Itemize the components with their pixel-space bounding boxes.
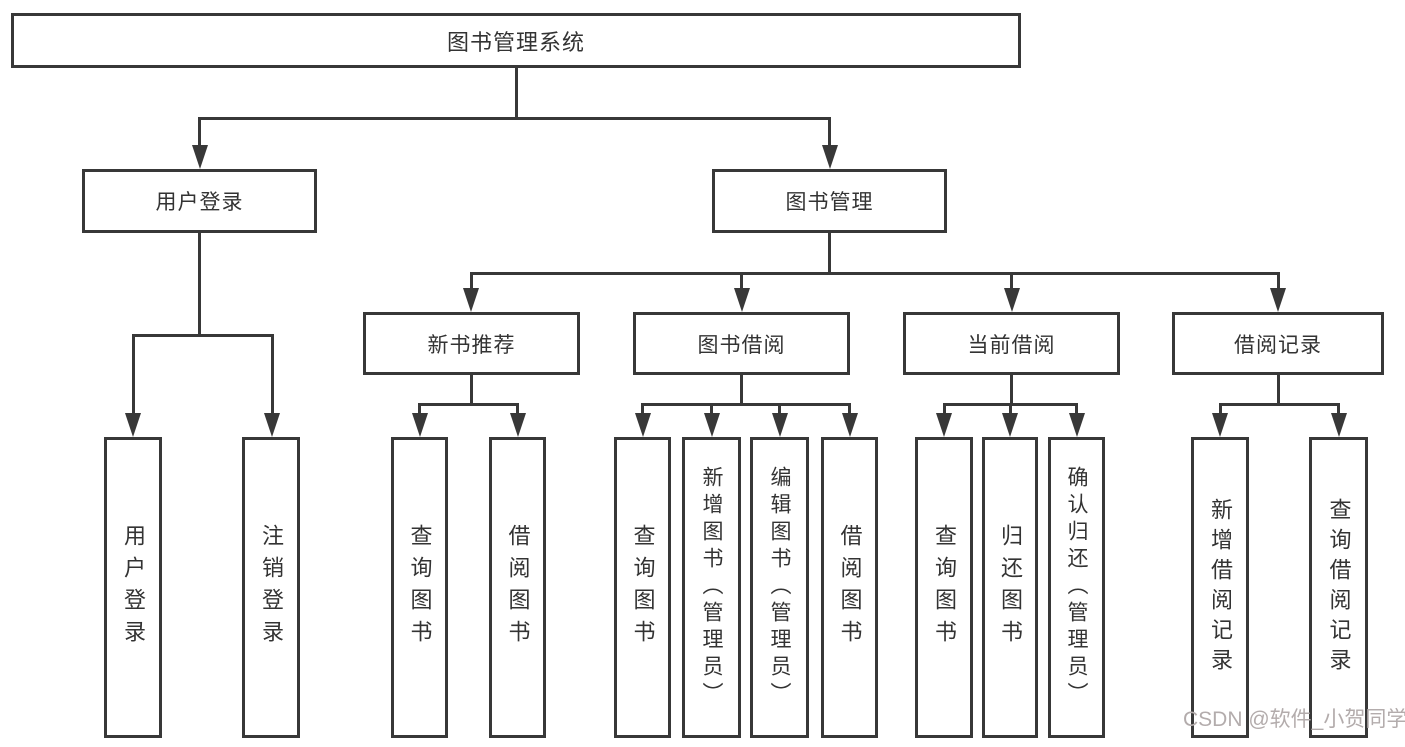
arrow-down-icon — [1068, 413, 1085, 437]
arrow-down-icon — [771, 413, 788, 437]
leaf-borrow-books-recommend-label: 借阅图书 — [505, 523, 531, 652]
node-new-book-recommendation: 新书推荐 — [363, 312, 580, 375]
leaf-borrow-books-borrowing-label: 借阅图书 — [837, 523, 863, 652]
connector-line — [198, 233, 201, 337]
arrow-down-icon — [463, 288, 479, 312]
leaf-logout-label: 注销登录 — [259, 523, 284, 652]
leaf-query-books-current-label: 查询图书 — [932, 523, 957, 652]
arrow-down-icon — [191, 145, 208, 169]
arrow-down-icon — [1003, 288, 1020, 312]
leaf-return-book-label: 归还图书 — [998, 523, 1023, 652]
connector-line — [198, 117, 831, 120]
node-borrowing-records: 借阅记录 — [1172, 312, 1384, 375]
node-user-login: 用户登录 — [82, 169, 317, 233]
connector-line — [1276, 375, 1280, 406]
connector-line — [1218, 403, 1222, 415]
connector-line — [1010, 375, 1013, 406]
connector-line — [198, 117, 201, 147]
connector-line — [418, 403, 519, 406]
node-root-library-system: 图书管理系统 — [11, 13, 1021, 68]
connector-line — [131, 334, 135, 415]
connector-line — [516, 403, 519, 415]
leaf-edit-book-admin: 编辑图书（管理员） — [750, 437, 809, 738]
arrow-down-icon — [411, 413, 428, 437]
arrow-down-icon — [733, 288, 750, 312]
connector-line — [469, 272, 1280, 275]
arrow-down-icon — [264, 413, 280, 437]
leaf-confirm-return-admin: 确认归还（管理员） — [1048, 437, 1105, 738]
leaf-user-login: 用户登录 — [104, 437, 162, 738]
connector-line — [1010, 272, 1013, 290]
watermark: CSDN @软件_小贺同学 — [1183, 708, 1405, 731]
leaf-query-books-recommend: 查询图书 — [391, 437, 448, 738]
connector-line — [131, 334, 274, 337]
connector-line — [1008, 403, 1012, 415]
leaf-add-book-admin-label: 新增图书（管理员） — [700, 466, 723, 709]
connector-line — [418, 403, 421, 415]
arrow-down-icon — [841, 413, 858, 437]
connector-line — [1075, 403, 1078, 415]
leaf-return-book: 归还图书 — [982, 437, 1038, 738]
leaf-query-books-borrowing-label: 查询图书 — [630, 523, 656, 652]
connector-line — [1218, 403, 1340, 406]
arrow-down-icon — [1002, 413, 1018, 437]
leaf-logout: 注销登录 — [242, 437, 300, 738]
connector-line — [469, 375, 473, 406]
leaf-query-books-borrowing: 查询图书 — [614, 437, 671, 738]
connector-line — [1337, 403, 1340, 415]
connector-line — [514, 67, 518, 120]
connector-line — [469, 272, 473, 290]
connector-line — [270, 334, 274, 415]
connector-line — [778, 403, 781, 415]
leaf-user-login-label: 用户登录 — [121, 523, 146, 652]
connector-line — [710, 403, 713, 415]
connector-line — [740, 272, 743, 290]
arrow-down-icon — [703, 413, 720, 437]
leaf-add-book-admin: 新增图书（管理员） — [682, 437, 741, 738]
connector-line — [828, 117, 831, 147]
arrow-down-icon — [1212, 413, 1228, 437]
connector-line — [1276, 272, 1280, 290]
node-book-borrowing: 图书借阅 — [633, 312, 850, 375]
leaf-add-borrow-record-label: 新增借阅记录 — [1208, 497, 1233, 678]
arrow-down-icon — [509, 413, 526, 437]
connector-line — [641, 403, 851, 406]
node-book-management: 图书管理 — [712, 169, 947, 233]
connector-line — [848, 403, 851, 415]
arrow-down-icon — [634, 413, 651, 437]
leaf-borrow-books-recommend: 借阅图书 — [489, 437, 546, 738]
leaf-add-borrow-record: 新增借阅记录 — [1191, 437, 1249, 738]
leaf-edit-book-admin-label: 编辑图书（管理员） — [768, 466, 791, 709]
arrow-down-icon — [125, 413, 141, 437]
arrow-down-icon — [936, 413, 952, 437]
leaf-query-borrow-record: 查询借阅记录 — [1309, 437, 1368, 738]
connector-line — [740, 375, 743, 406]
node-current-borrowing: 当前借阅 — [903, 312, 1120, 375]
leaf-query-books-recommend-label: 查询图书 — [407, 523, 433, 652]
connector-line — [942, 403, 946, 415]
leaf-query-borrow-record-label: 查询借阅记录 — [1326, 497, 1352, 678]
leaf-confirm-return-admin-label: 确认归还（管理员） — [1065, 466, 1088, 709]
connector-line — [641, 403, 644, 415]
arrow-down-icon — [821, 145, 838, 169]
leaf-borrow-books-borrowing: 借阅图书 — [821, 437, 878, 738]
arrow-down-icon — [1270, 288, 1286, 312]
leaf-query-books-current: 查询图书 — [915, 437, 973, 738]
arrow-down-icon — [1330, 413, 1347, 437]
connector-line — [828, 233, 831, 275]
